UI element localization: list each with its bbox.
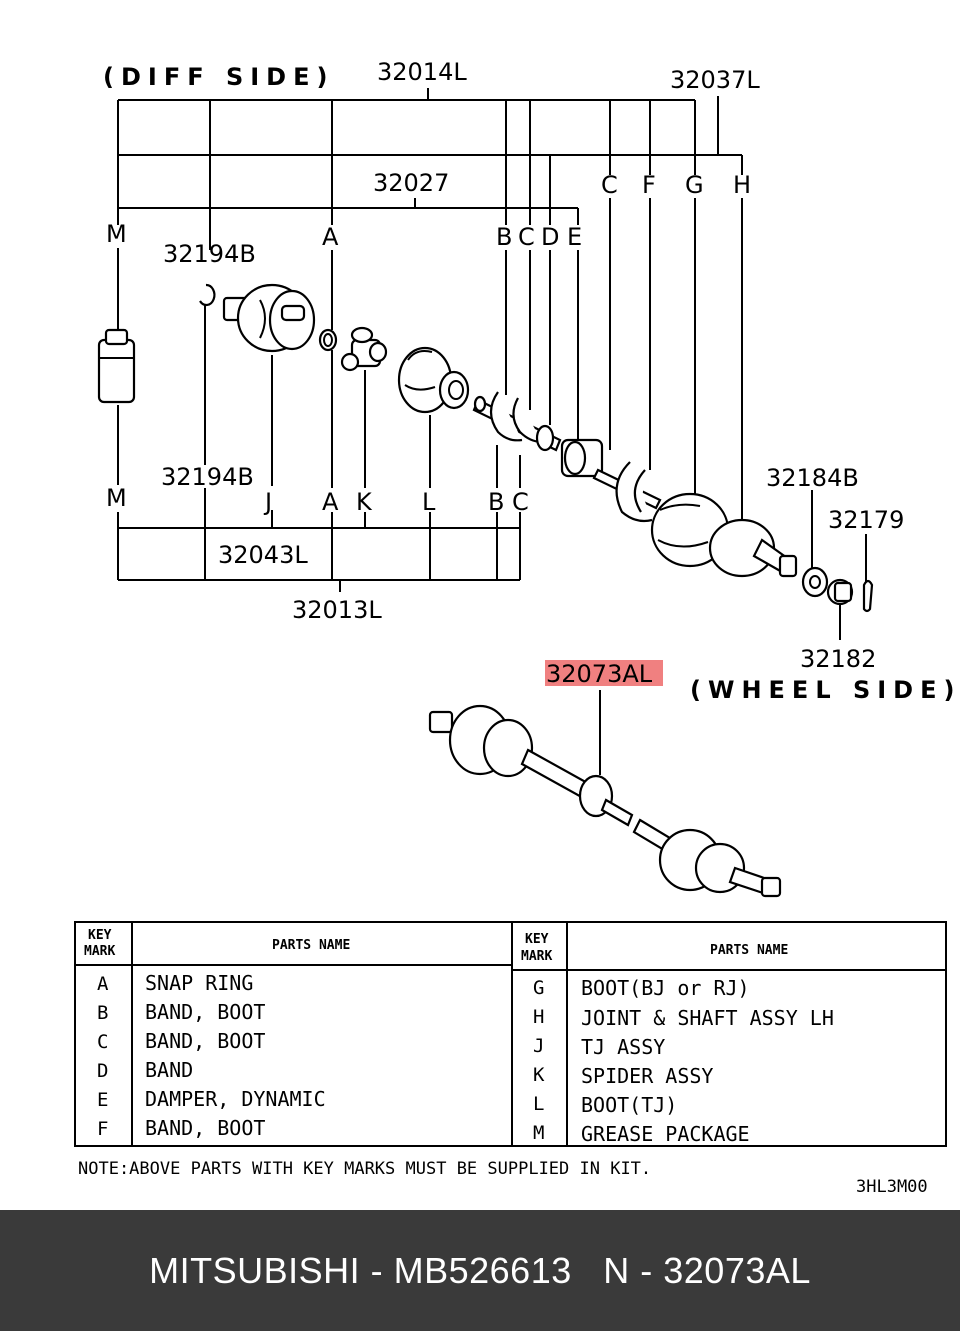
- grease-package: [97, 328, 136, 404]
- highlight-32073AL: [545, 660, 663, 686]
- callout-brackets-top: [117, 88, 743, 250]
- table-row-key: B: [97, 1002, 108, 1024]
- footer-separator-2: -: [629, 1249, 664, 1291]
- cotter-pin-32179: [862, 579, 874, 613]
- wheel-side-label: (WHEEL SIDE): [690, 676, 960, 704]
- tj-assy: [222, 283, 316, 353]
- key-mark-top-A: A: [322, 223, 339, 251]
- key-mark-top-C2: C: [601, 171, 618, 199]
- key-mark-top-C: C: [518, 223, 535, 251]
- snap-ring-A: [318, 328, 338, 352]
- leader-lines: [117, 198, 867, 775]
- footer-n-label: N: [603, 1249, 630, 1291]
- table-row-key: M: [533, 1122, 544, 1144]
- table-header-key-right-2: MARK: [521, 949, 552, 964]
- part-number-32194B-bottom: 32194B: [161, 463, 254, 491]
- table-row-key: L: [533, 1093, 544, 1115]
- table-left-rows: A SNAP RING B BAND, BOOT C BAND, BOOT D …: [97, 971, 326, 1140]
- key-mark-top-H: H: [733, 171, 751, 199]
- band-boot-F: [615, 461, 653, 523]
- part-number-32182: 32182: [800, 645, 876, 673]
- table-row-name: BAND, BOOT: [145, 1116, 265, 1140]
- table-row-key: F: [97, 1118, 108, 1140]
- table-row-key: J: [533, 1035, 544, 1057]
- table-row-name: BOOT(TJ): [581, 1093, 677, 1117]
- kit-note: NOTE:ABOVE PARTS WITH KEY MARKS MUST BE …: [78, 1159, 651, 1179]
- table-row-name: BAND, BOOT: [145, 1000, 265, 1024]
- key-mark-bottom-J: J: [263, 488, 272, 516]
- table-row-key: A: [97, 973, 109, 995]
- band-boot-B: [489, 391, 543, 444]
- table-row-name: SPIDER ASSY: [581, 1064, 713, 1088]
- table-row-name: BOOT(BJ or RJ): [581, 976, 750, 1000]
- key-mark-top-G: G: [685, 171, 704, 199]
- table-row-name: JOINT & SHAFT ASSY LH: [581, 1006, 834, 1030]
- key-mark-bottom-B: B: [488, 488, 504, 516]
- table-row-name: DAMPER, DYNAMIC: [145, 1087, 326, 1111]
- key-mark-top-M: M: [106, 220, 127, 248]
- table-right-rows: G BOOT(BJ or RJ) H JOINT & SHAFT ASSY LH…: [533, 976, 834, 1146]
- boot-tj: [397, 346, 470, 414]
- drawing-code: 3HL3M00: [856, 1177, 928, 1197]
- table-row-name: GREASE PACKAGE: [581, 1122, 750, 1146]
- key-mark-top-B: B: [496, 223, 512, 251]
- table-header-name-left: PARTS NAME: [272, 938, 350, 953]
- table-row-name: BAND: [145, 1058, 193, 1082]
- part-number-32194B-top: 32194B: [163, 240, 256, 268]
- table-row-name: TJ ASSY: [581, 1035, 665, 1059]
- footer-brand: MITSUBISHI: [149, 1249, 361, 1291]
- table-row-key: H: [533, 1006, 544, 1028]
- table-row-key: C: [97, 1031, 108, 1053]
- key-mark-bottom-A: A: [322, 488, 339, 516]
- part-number-32073AL: 32073AL: [546, 660, 653, 688]
- nut-32182: [826, 578, 854, 606]
- callout-brackets-bottom: [117, 488, 521, 592]
- table-row-key: G: [533, 977, 544, 999]
- table-row-key: D: [97, 1060, 108, 1082]
- parts-table: KEY MARK PARTS NAME KEY MARK PARTS NAME …: [74, 921, 947, 1197]
- drive-shaft-assembly: [428, 704, 782, 898]
- table-row-key: E: [97, 1089, 108, 1111]
- part-number-32014L: 32014L: [377, 58, 467, 86]
- footer-gap: [572, 1250, 604, 1292]
- table-header-key-left-1: KEY: [88, 928, 112, 943]
- exploded-view-svg: (DIFF SIDE) (WHEEL SIDE) 32014L 32037L 3…: [74, 58, 960, 1197]
- key-mark-top-E: E: [567, 223, 582, 251]
- key-mark-top-F: F: [642, 171, 656, 199]
- parts-diagram: (DIFF SIDE) (WHEEL SIDE) 32014L 32037L 3…: [74, 58, 960, 1197]
- joint-shaft-assy: [708, 518, 798, 578]
- damper-dynamic: [535, 424, 604, 478]
- snap-ring-32194B: [199, 283, 216, 307]
- key-mark-bottom-M: M: [106, 484, 127, 512]
- key-mark-bottom-L: L: [422, 488, 436, 516]
- footer-separator: -: [360, 1249, 394, 1291]
- key-mark-bottom-K: K: [356, 488, 373, 516]
- footer-oem-number: MB526613: [393, 1249, 572, 1291]
- part-number-32184B: 32184B: [766, 464, 859, 492]
- key-mark-bottom-C: C: [512, 488, 529, 516]
- part-number-32043L: 32043L: [218, 541, 308, 569]
- diagram-labels: (DIFF SIDE) (WHEEL SIDE) 32014L 32037L 3…: [103, 58, 960, 704]
- table-header-name-right: PARTS NAME: [710, 943, 788, 958]
- table-row-key: K: [533, 1064, 545, 1086]
- spider-assy: [340, 326, 388, 372]
- washer-32184B: [801, 566, 829, 598]
- part-number-32037L: 32037L: [670, 66, 760, 94]
- part-number-32013L: 32013L: [292, 596, 382, 624]
- table-row-name: BAND, BOOT: [145, 1029, 265, 1053]
- table-header-key-left-2: MARK: [84, 944, 115, 959]
- table-header-key-right-1: KEY: [525, 932, 549, 947]
- diff-side-label: (DIFF SIDE): [103, 63, 334, 91]
- key-mark-top-D: D: [541, 223, 559, 251]
- table-row-name: SNAP RING: [145, 971, 253, 995]
- footer-banner: MITSUBISHI - MB526613 N - 32073AL: [0, 1210, 960, 1331]
- part-number-32027: 32027: [373, 169, 449, 197]
- part-number-32179: 32179: [828, 506, 904, 534]
- footer-part-code: 32073AL: [663, 1249, 811, 1291]
